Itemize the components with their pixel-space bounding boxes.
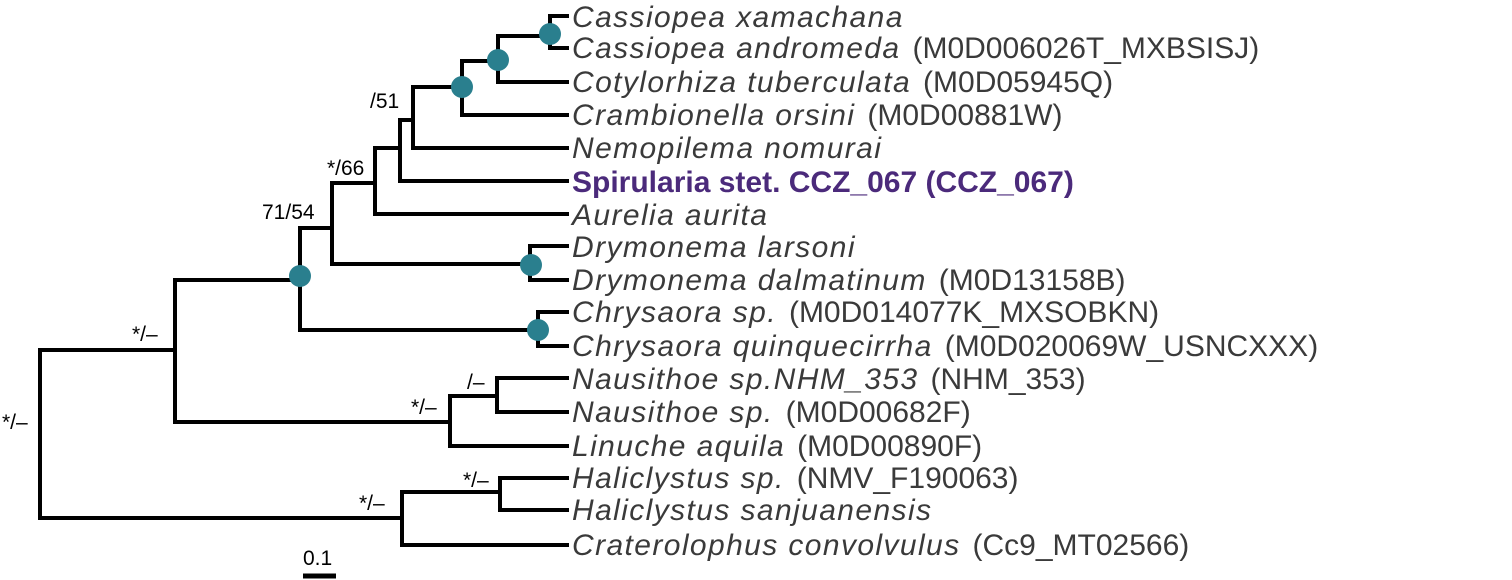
support-label: */– — [463, 469, 489, 492]
tip-label: Drymonema dalmatinum(M0D13158B) — [572, 264, 1126, 297]
tip-label: Cotylorhiza tuberculata(M0D05945Q) — [572, 66, 1113, 99]
support-dot-kolpophorae — [451, 76, 473, 98]
scale-bar: 0.1 — [303, 547, 336, 579]
tip-label: Haliclystus sanjuanensis — [572, 494, 932, 527]
tip-label: Craterolophus convolvulus(Cc9_MT02566) — [572, 529, 1189, 562]
support-dot-chrysaora — [527, 319, 549, 341]
tip-label: Haliclystus sp.(NMV_F190063) — [572, 462, 1018, 495]
support-label: */– — [411, 396, 437, 419]
support-label: */– — [359, 492, 385, 515]
scale-bar-label: 0.1 — [303, 547, 332, 570]
tip-label-highlighted: Spirularia stet. CCZ_067 (CCZ_067) — [572, 166, 1074, 199]
full-support-nodes — [289, 23, 561, 341]
tip-label: Drymonema larsoni — [572, 231, 856, 264]
tip-label: Nausithoe sp.NHM_353(NHM_353) — [572, 363, 1086, 396]
tip-label: Nausithoe sp.(M0D00682F) — [572, 396, 971, 429]
tip-label: Nemopilema nomurai — [572, 132, 882, 165]
support-label: /51 — [370, 90, 399, 113]
tip-label: Aurelia aurita — [570, 199, 768, 232]
support-values: /51 */66 71/54 */– /– */– */– */– */– — [2, 90, 489, 515]
support-label: */66 — [327, 157, 364, 180]
tip-labels: Cassiopea xamachana Cassiopea andromeda(… — [570, 1, 1318, 562]
support-dot-semaeostomeae — [289, 265, 311, 287]
support-label: */– — [132, 323, 158, 346]
tip-label: Chrysaora quinquecirrha(M0D020069W_USNCX… — [572, 330, 1318, 363]
tip-label: Cassiopea xamachana — [572, 1, 904, 34]
support-dot-drymonema — [520, 254, 542, 276]
tip-label: Crambionella orsini(M0D00881W) — [572, 99, 1062, 132]
tip-label: Cassiopea andromeda(M0D006026T_MXBSISJ) — [572, 32, 1259, 65]
support-label: /– — [467, 371, 485, 394]
support-label: 71/54 — [262, 201, 315, 224]
support-label: */– — [2, 411, 28, 434]
support-dot-cassiopea — [539, 23, 561, 45]
tip-label: Chrysaora sp.(M0D014077K_MXSOBKN) — [572, 296, 1159, 329]
support-dot-cassiopea-cotylorhiza — [487, 49, 509, 71]
tip-label: Linuche aquila(M0D00890F) — [572, 430, 982, 463]
